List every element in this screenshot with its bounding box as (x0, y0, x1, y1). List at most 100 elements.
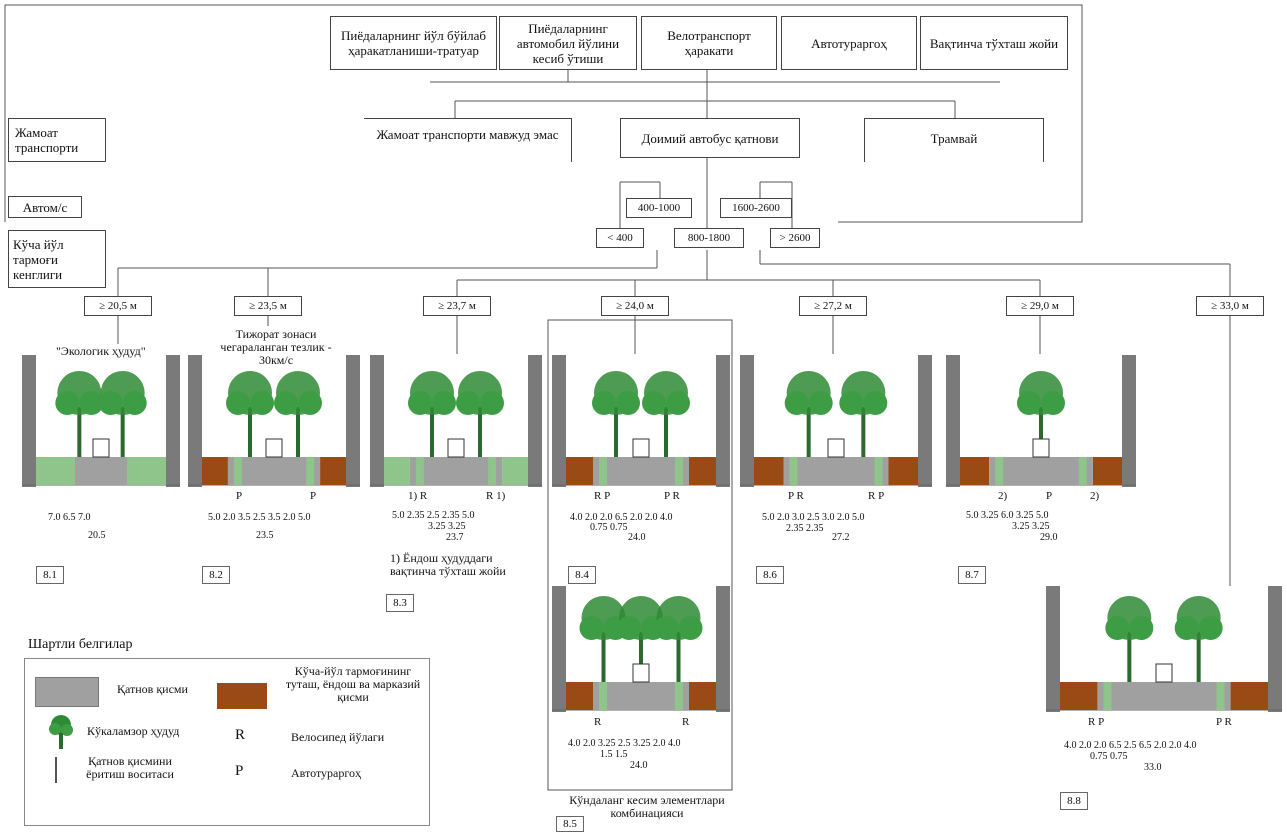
green-strip (789, 457, 798, 485)
tree-trunk (430, 407, 434, 457)
tree-crown (678, 616, 703, 640)
tree-crown (1198, 616, 1223, 640)
section-total: 24.0 (630, 760, 648, 771)
range-text: 1600-2600 (732, 202, 780, 214)
legend-green-label: Кўкаламзор ҳудуд (87, 724, 180, 738)
green-strip (599, 457, 607, 485)
edge-strip (689, 457, 716, 485)
section-dims-secondary: 3.25 3.25 (1012, 521, 1050, 532)
tree-crown (1105, 616, 1130, 640)
section-wall (1122, 355, 1136, 487)
carriageway (783, 457, 889, 485)
section-wall (370, 355, 384, 487)
legend-road-swatch (35, 677, 99, 707)
section-dims: 5.0 3.25 6.0 3.25 5.0 (966, 510, 1049, 521)
range-text: < 400 (607, 232, 633, 244)
tree-crown (808, 391, 833, 415)
section-dims: 4.0 2.0 3.25 2.5 3.25 2.0 4.0 (568, 738, 681, 749)
tree-crown (55, 391, 80, 415)
section-mark: R (594, 716, 602, 728)
tree-trunk (676, 632, 681, 682)
green-strip (675, 682, 683, 710)
section-mark: P (236, 490, 243, 502)
width-text: ≥ 24,0 м (616, 300, 654, 312)
legend-edge-swatch (217, 683, 267, 709)
trade-note: Тижорат зонаси чегараланган тезлик - 30к… (220, 327, 332, 367)
bus-icon (265, 438, 283, 458)
tree-trunk (806, 407, 811, 457)
no-public-transport-box: Жамоат транспорти мавжуд эмас (364, 118, 572, 162)
green-strip (599, 682, 607, 710)
top-box-stop: Вақтинча тўхташ жойи (920, 16, 1068, 70)
section-total: 33.0 (1144, 762, 1162, 773)
section-id: 8.6 (756, 566, 784, 584)
tree-crown (250, 391, 274, 415)
section-mark: P R (1216, 716, 1232, 728)
tree-crown (456, 391, 480, 415)
tree-crown (432, 391, 456, 415)
label-text: Трамвай (930, 131, 978, 146)
edge-strip (566, 682, 593, 710)
section-dims-secondary: 3.25 3.25 (428, 521, 466, 532)
section-id: 8.3 (386, 594, 414, 612)
tree-crown (839, 391, 864, 415)
tree-crown (1041, 391, 1065, 415)
green-strip (306, 457, 315, 485)
section-total: 24.0 (628, 532, 646, 543)
tree-crown (79, 391, 104, 415)
width-text: ≥ 29,0 м (1021, 300, 1059, 312)
green-strip (675, 457, 683, 485)
section-wall (716, 586, 730, 712)
section-mark: 1) R (408, 490, 428, 502)
bus-icon (1032, 438, 1050, 458)
note-8-3: 1) Ёндош ҳудуддаги вақтинча тўхташ жойи (390, 551, 506, 578)
width-box: ≥ 27,2 м (799, 296, 867, 316)
section-wall (716, 355, 730, 487)
green-strip (36, 457, 75, 485)
tree-crown (408, 391, 432, 415)
carriageway (75, 457, 127, 485)
tree-trunk (1039, 407, 1043, 457)
width-box: ≥ 23,5 м (234, 296, 302, 316)
width-text: ≥ 27,2 м (814, 300, 852, 312)
tree-trunk (861, 407, 866, 457)
range-800-1800: 800-1800 (674, 228, 744, 248)
tree-trunk (1196, 632, 1201, 682)
label-text: Жамоат транспорти мавжуд эмас (376, 127, 559, 142)
legend-box: Қатнов қисми Кўкаламзор ҳудуд Қатнов қис… (24, 658, 430, 826)
edge-strip (384, 457, 410, 485)
top-box-label: Велотранспорт ҳаракати (667, 28, 751, 58)
tree-crown (122, 391, 147, 415)
tree-crown (1174, 616, 1199, 640)
tree-crown (666, 391, 690, 415)
top-box-bicycle: Велотранспорт ҳаракати (641, 16, 777, 70)
green-strip (874, 457, 883, 485)
section-dims-secondary: 0.75 0.75 (1090, 751, 1128, 762)
carriageway (227, 457, 321, 485)
section-dims: 5.0 2.35 2.5 2.35 5.0 (392, 510, 475, 521)
carriageway (989, 457, 1093, 485)
tree-crown (1017, 391, 1041, 415)
width-text: ≥ 23,7 м (438, 300, 476, 312)
tree-crown (1129, 616, 1154, 640)
top-box-label: Автотураргоҳ (811, 35, 887, 51)
section-wall (552, 355, 566, 487)
carriageway (593, 457, 689, 485)
section-wall (946, 355, 960, 487)
range-text: 800-1800 (687, 232, 731, 244)
legend-light-label: Қатнов қисмини ёритиш воситаси (86, 754, 174, 781)
bus-icon (1155, 663, 1173, 683)
tree-crown (642, 391, 666, 415)
section-wall (528, 355, 542, 487)
section-total: 27.2 (832, 532, 850, 543)
section-mark: P R (664, 490, 680, 502)
lamp-icon (55, 757, 57, 783)
tree-trunk (601, 632, 606, 682)
label-text: Автом/с (22, 199, 68, 215)
tree-trunk (120, 407, 125, 457)
section-id: 8.2 (202, 566, 230, 584)
width-text: ≥ 23,5 м (249, 300, 287, 312)
section-dims: 4.0 2.0 2.0 6.5 2.5 6.5 2.0 2.0 4.0 (1064, 740, 1197, 751)
edge-strip (888, 457, 918, 485)
